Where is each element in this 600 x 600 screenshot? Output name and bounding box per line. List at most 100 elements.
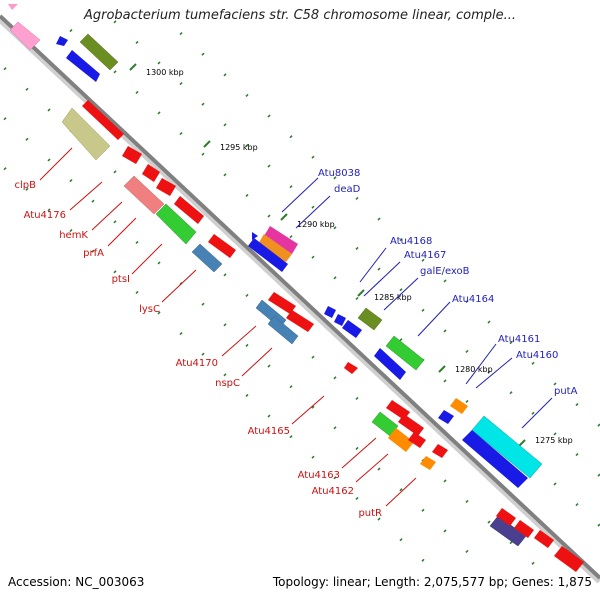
- label-clpB[interactable]: clpB: [15, 147, 73, 191]
- svg-text:galE/exoB: galE/exoB: [420, 266, 470, 277]
- svg-text:1290 kbp: 1290 kbp: [297, 220, 335, 229]
- grid-tick: [25, 187, 29, 191]
- grid-tick: [465, 399, 469, 404]
- label-atu4176[interactable]: Atu4176: [24, 181, 103, 221]
- svg-text:Atu4167: Atu4167: [404, 250, 446, 261]
- grid-tick: [553, 482, 557, 486]
- scale-label-1280: 1280 kbp: [438, 365, 493, 374]
- label-atu4163[interactable]: Atu4163: [298, 437, 377, 481]
- grid-tick: [25, 137, 29, 141]
- grid-tick: [245, 293, 249, 297]
- gene-arrow-atu4161: [450, 398, 468, 414]
- grid-tick: [69, 29, 73, 33]
- label-ptsI[interactable]: ptsI: [112, 243, 163, 285]
- grid-tick: [399, 488, 403, 492]
- grid-tick: [223, 273, 227, 277]
- label-atu4167[interactable]: Atu4167: [363, 250, 446, 297]
- gene-arrow-atu4164: [385, 335, 425, 371]
- label-nspC[interactable]: nspC: [215, 347, 273, 389]
- grid-tick: [135, 90, 139, 94]
- label-galE-exoB[interactable]: galE/exoB: [383, 266, 470, 311]
- grid-tick: [487, 520, 491, 524]
- grid-tick: [311, 155, 315, 159]
- svg-text:Atu8038: Atu8038: [318, 168, 360, 179]
- grid-tick: [157, 311, 161, 315]
- label-putA[interactable]: putA: [521, 386, 578, 429]
- grid-tick: [399, 338, 403, 342]
- label-atu4160[interactable]: Atu4160: [475, 350, 558, 389]
- gene-arrow-blue-2: [66, 50, 100, 82]
- grid-tick: [113, 70, 117, 74]
- svg-text:Atu4168: Atu4168: [390, 236, 432, 247]
- grid-tick: [25, 87, 29, 91]
- grid-tick: [465, 499, 469, 504]
- grid-tick: [333, 476, 337, 480]
- gene-arrow-red-b: [156, 178, 176, 196]
- grid-tick: [355, 396, 359, 401]
- grid-tick: [333, 376, 337, 380]
- grid-tick: [3, 117, 7, 121]
- gene-arrow-olive-1: [79, 33, 119, 71]
- gene-arrow-atu4167: [334, 314, 346, 326]
- grid-tick: [531, 411, 535, 415]
- scale-label-1275: 1275 kbp: [518, 436, 573, 447]
- label-hemK[interactable]: hemK: [59, 201, 123, 241]
- gene-arrow-red-o: [554, 546, 584, 572]
- grid-tick: [47, 158, 51, 162]
- gene-arrow-lysC: [191, 243, 223, 273]
- grid-tick: [399, 288, 403, 292]
- grid-tick: [421, 308, 425, 312]
- svg-text:1300 kbp: 1300 kbp: [146, 68, 184, 77]
- grid-tick: [487, 320, 491, 324]
- grid-tick: [245, 193, 249, 197]
- grid-tick: [135, 290, 139, 294]
- gene-arrow-red-d: [208, 234, 236, 258]
- svg-text:Atu4161: Atu4161: [498, 334, 540, 345]
- grid-tick: [201, 52, 205, 56]
- grid-tick: [377, 517, 381, 521]
- gene-arrow-deaD: [258, 234, 292, 262]
- grid-tick: [377, 467, 381, 471]
- svg-text:1285 kbp: 1285 kbp: [374, 293, 412, 302]
- grid-tick: [443, 329, 447, 333]
- grid-tick: [443, 379, 447, 383]
- grid-tick: [113, 170, 117, 174]
- gene-arrow-clpB: [61, 107, 111, 161]
- label-putR[interactable]: putR: [358, 477, 417, 519]
- grid-tick: [421, 558, 425, 562]
- svg-text:putR: putR: [358, 508, 382, 519]
- label-prfA[interactable]: prfA: [83, 217, 137, 259]
- label-atu4170[interactable]: Atu4170: [176, 325, 257, 369]
- grid-tick: [267, 414, 271, 418]
- grid-tick: [575, 402, 579, 407]
- label-lysC[interactable]: lysC: [139, 269, 197, 315]
- grid-tick: [289, 135, 293, 139]
- label-atu4164[interactable]: Atu4164: [417, 294, 494, 337]
- grid-tick: [201, 152, 205, 156]
- label-atu4162[interactable]: Atu4162: [312, 453, 389, 497]
- gene-arrow-putA-cyan: [471, 415, 543, 479]
- grid-tick: [311, 205, 315, 209]
- gene-arrow-putA-blue: [462, 430, 528, 488]
- grid-tick: [179, 82, 183, 86]
- gene-arrow-blue-5: [374, 348, 406, 380]
- grid-tick: [267, 364, 271, 368]
- label-deaD[interactable]: deaD: [295, 184, 361, 229]
- svg-text:clpB: clpB: [15, 180, 37, 191]
- grid-tick: [443, 479, 447, 483]
- svg-text:Atu4162: Atu4162: [312, 486, 354, 497]
- grid-tick: [69, 229, 73, 233]
- label-atu4168[interactable]: Atu4168: [359, 236, 432, 283]
- grid-tick: [223, 373, 227, 377]
- grid-tick: [465, 349, 469, 354]
- svg-text:deaD: deaD: [334, 184, 361, 195]
- grid-tick: [113, 220, 117, 224]
- label-atu8038[interactable]: Atu8038: [281, 168, 360, 213]
- grid-tick: [531, 561, 535, 565]
- grid-tick: [509, 341, 513, 345]
- svg-text:putA: putA: [554, 386, 578, 397]
- backbone: [0, 14, 600, 580]
- label-atu4165[interactable]: Atu4165: [248, 395, 325, 437]
- label-atu4161[interactable]: Atu4161: [465, 334, 540, 385]
